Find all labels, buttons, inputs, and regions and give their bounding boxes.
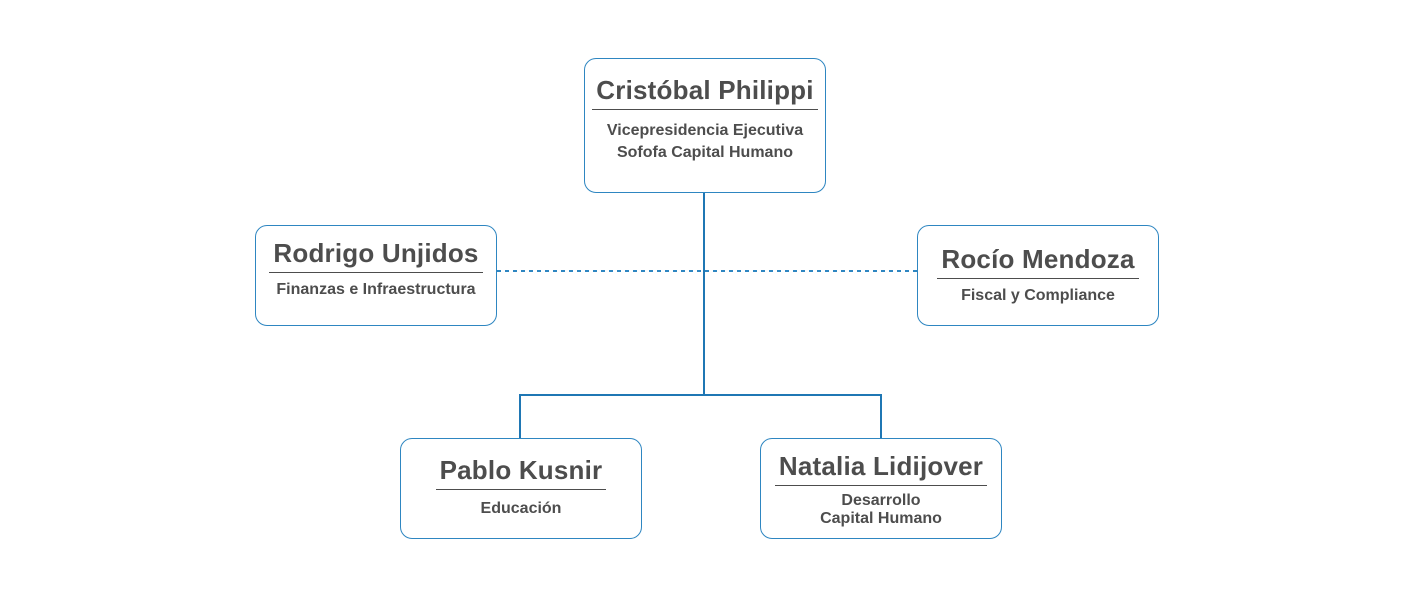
org-node-report-right: Natalia Lidijover Desarrollo Capital Hum… [760, 438, 1002, 539]
node-role-line: Desarrollo [841, 492, 921, 509]
node-name: Rocío Mendoza [937, 244, 1139, 279]
node-role: Fiscal y Compliance [961, 287, 1115, 304]
node-role-line: Sofofa Capital Humano [616, 144, 793, 161]
node-role-line: Vicepresidencia Ejecutiva [606, 122, 804, 139]
node-role-line: Capital Humano [820, 510, 942, 527]
org-node-report-left: Pablo Kusnir Educación [400, 438, 642, 539]
node-role-line: Educación [480, 500, 562, 517]
org-node-advisor-left: Rodrigo Unjidos Finanzas e Infraestructu… [255, 225, 497, 326]
node-name: Cristóbal Philippi [592, 75, 818, 110]
node-name: Natalia Lidijover [774, 451, 988, 486]
node-role: Educación [401, 498, 641, 520]
org-node-advisor-right: Rocío Mendoza Fiscal y Compliance [917, 225, 1159, 326]
node-role: Desarrollo Capital Humano [761, 492, 1001, 528]
org-node-head: Cristóbal Philippi Vicepresidencia Ejecu… [584, 58, 826, 193]
node-name: Pablo Kusnir [435, 455, 607, 490]
node-name: Rodrigo Unjidos [269, 238, 483, 273]
node-role: Finanzas e Infraestructura [276, 281, 476, 298]
node-role: Vicepresidencia Ejecutiva Sofofa Capital… [585, 120, 825, 164]
